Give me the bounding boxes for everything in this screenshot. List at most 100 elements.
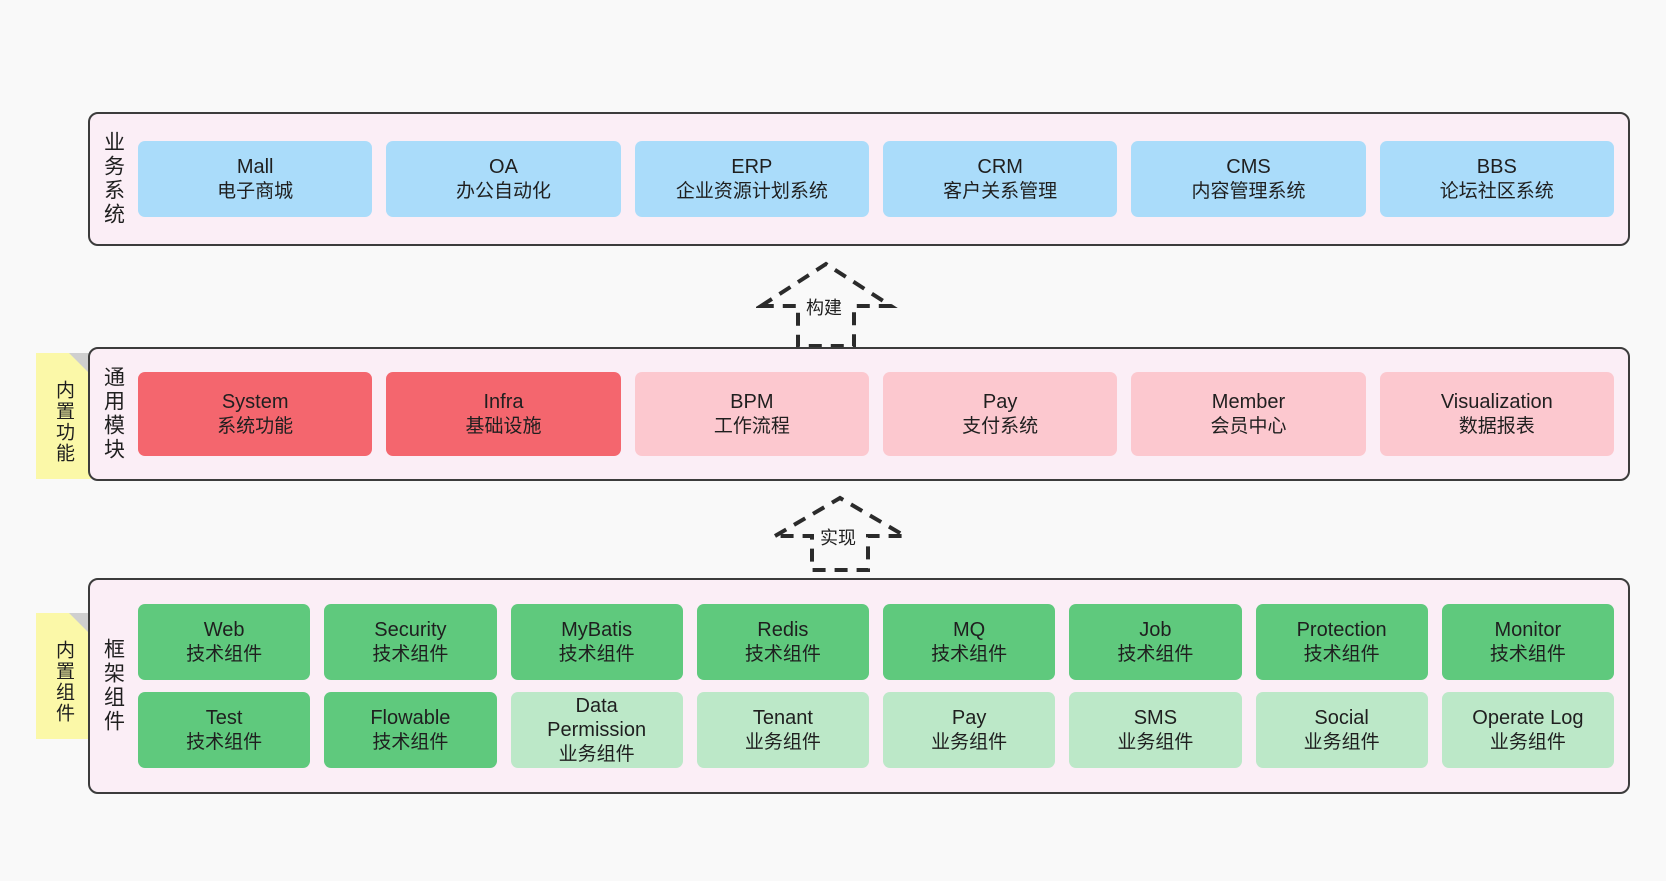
node-desc: 支付系统 (962, 415, 1039, 437)
node-title: Protection (1296, 619, 1387, 642)
node-desc: 技术组件 (744, 643, 821, 665)
node-visualization[interactable]: Visualization 数据报表 (1379, 372, 1614, 456)
node-desc: 企业资源计划系统 (675, 180, 828, 202)
layer-title-business-systems: 业务系统 (101, 131, 125, 227)
node-redis[interactable]: Redis 技术组件 (696, 604, 869, 680)
node-erp[interactable]: ERP 企业资源计划系统 (634, 141, 869, 217)
node-sms[interactable]: SMS 业务组件 (1069, 692, 1242, 768)
node-desc: 数据报表 (1458, 415, 1535, 437)
node-desc: 技术组件 (372, 731, 449, 753)
node-desc: 技术组件 (186, 643, 263, 665)
sticky-note-builtin-components: 内置组件 (36, 613, 91, 739)
node-title: Security (374, 619, 447, 642)
node-desc: 工作流程 (713, 415, 790, 437)
node-mq[interactable]: MQ 技术组件 (883, 604, 1056, 680)
node-desc: 技术组件 (931, 643, 1008, 665)
layer-title-framework-components: 框架组件 (101, 638, 125, 734)
node-protection[interactable]: Protection 技术组件 (1255, 604, 1428, 680)
node-title: Social (1314, 707, 1369, 730)
node-title: Operate Log (1472, 707, 1584, 730)
node-pay-module[interactable]: Pay 支付系统 (882, 372, 1118, 456)
node-job[interactable]: Job 技术组件 (1069, 604, 1242, 680)
node-title: Redis (757, 619, 809, 642)
node-web[interactable]: Web 技术组件 (138, 604, 311, 680)
node-title: CRM (977, 156, 1023, 179)
node-title: MQ (953, 619, 986, 642)
node-title: Web (203, 619, 245, 642)
node-tenant[interactable]: Tenant 业务组件 (696, 692, 869, 768)
node-desc: 基础设施 (465, 415, 542, 437)
node-title: ERP (731, 156, 773, 179)
node-title: Infra (483, 391, 524, 414)
node-test[interactable]: Test 技术组件 (138, 692, 311, 768)
node-desc: 技术组件 (1489, 643, 1566, 665)
node-member[interactable]: Member 会员中心 (1131, 372, 1366, 456)
node-desc: 技术组件 (558, 643, 635, 665)
node-title: Test (205, 707, 243, 730)
dashed-hollow-arrow-up-icon (767, 495, 913, 572)
sticky-note-label: 内置组件 (53, 640, 74, 724)
node-desc: 会员中心 (1210, 415, 1287, 437)
node-desc: 技术组件 (1303, 643, 1380, 665)
node-title: Flowable (370, 707, 451, 730)
node-desc: 系统功能 (217, 415, 294, 437)
layer-body-framework-components: Web 技术组件 Security 技术组件 MyBatis 技术组件 Redi… (136, 580, 1628, 792)
connector-implement: 实现 (767, 492, 920, 572)
node-security[interactable]: Security 技术组件 (324, 604, 497, 680)
node-social[interactable]: Social 业务组件 (1255, 692, 1428, 768)
node-title: Pay (982, 391, 1018, 414)
framework-row-business: Test 技术组件 Flowable 技术组件 Data Permission … (138, 692, 1614, 768)
node-title: OA (489, 156, 518, 179)
node-desc: 论坛社区系统 (1439, 180, 1554, 202)
node-title: Member (1211, 391, 1286, 414)
node-title: Pay (951, 707, 987, 730)
node-desc: 内容管理系统 (1191, 180, 1306, 202)
layer-title-common-modules: 通用模块 (101, 366, 125, 462)
node-mall[interactable]: Mall 电子商城 (138, 141, 373, 217)
node-title: System (221, 391, 289, 414)
node-title: CMS (1226, 156, 1271, 179)
node-desc: 技术组件 (186, 731, 263, 753)
node-title: Data Permission (547, 695, 647, 742)
node-system[interactable]: System 系统功能 (138, 372, 373, 456)
node-operate-log[interactable]: Operate Log 业务组件 (1441, 692, 1614, 768)
node-title: Monitor (1494, 619, 1562, 642)
connector-build-label: 构建 (804, 294, 844, 320)
node-bbs[interactable]: BBS 论坛社区系统 (1379, 141, 1614, 217)
node-mybatis[interactable]: MyBatis 技术组件 (510, 604, 683, 680)
node-flowable[interactable]: Flowable 技术组件 (324, 692, 497, 768)
node-title: Mall (236, 156, 274, 179)
node-infra[interactable]: Infra 基础设施 (386, 372, 621, 456)
node-title: Job (1139, 619, 1172, 642)
node-title: Tenant (752, 707, 813, 730)
node-title: Visualization (1440, 391, 1553, 414)
node-data-permission[interactable]: Data Permission 业务组件 (510, 692, 683, 768)
layer-common-modules: 通用模块 System 系统功能 Infra 基础设施 BPM 工作流程 Pay… (88, 347, 1630, 481)
node-desc: 业务组件 (1489, 731, 1566, 753)
node-monitor[interactable]: Monitor 技术组件 (1441, 604, 1614, 680)
node-desc: 电子商城 (217, 180, 294, 202)
node-crm[interactable]: CRM 客户关系管理 (882, 141, 1118, 217)
layer-framework-components: 框架组件 Web 技术组件 Security 技术组件 MyBatis 技术组件… (88, 578, 1630, 794)
sticky-note-label: 内置功能 (53, 380, 74, 464)
node-title: BBS (1476, 156, 1517, 179)
node-oa[interactable]: OA 办公自动化 (386, 141, 621, 217)
layer-body-common-modules: System 系统功能 Infra 基础设施 BPM 工作流程 Pay 支付系统… (136, 349, 1628, 479)
node-bpm[interactable]: BPM 工作流程 (634, 372, 869, 456)
sticky-note-builtin-features: 内置功能 (36, 353, 91, 479)
node-title: BPM (730, 391, 774, 414)
node-desc: 业务组件 (1303, 731, 1380, 753)
node-desc: 业务组件 (558, 743, 635, 765)
node-title: SMS (1133, 707, 1178, 730)
node-desc: 业务组件 (1117, 731, 1194, 753)
node-desc: 办公自动化 (455, 180, 551, 202)
node-desc: 客户关系管理 (943, 180, 1058, 202)
connector-implement-label: 实现 (818, 524, 858, 550)
framework-row-technical: Web 技术组件 Security 技术组件 MyBatis 技术组件 Redi… (138, 604, 1614, 680)
node-desc: 技术组件 (1117, 643, 1194, 665)
node-cms[interactable]: CMS 内容管理系统 (1131, 141, 1366, 217)
layer-body-business-systems: Mall 电子商城 OA 办公自动化 ERP 企业资源计划系统 CRM 客户关系… (136, 114, 1628, 244)
node-pay-component[interactable]: Pay 业务组件 (883, 692, 1056, 768)
connector-build: 构建 (754, 258, 906, 348)
node-desc: 技术组件 (372, 643, 449, 665)
